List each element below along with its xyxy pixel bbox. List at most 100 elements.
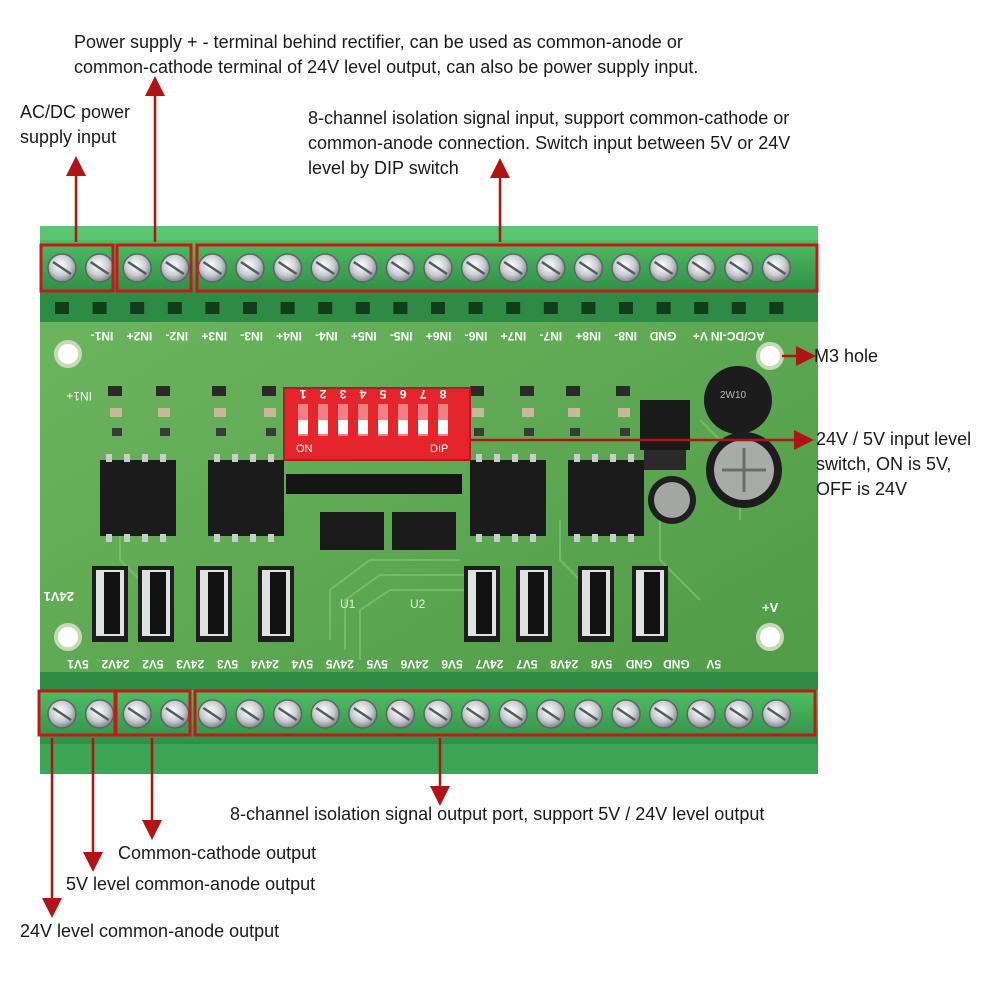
top-silkscreen-label: AC/DC-IN (711, 329, 765, 343)
terminal-screw (122, 253, 152, 283)
terminal-screw (197, 253, 228, 283)
box-ac-dc-input (39, 243, 115, 293)
dip-on-label: ON (296, 443, 313, 455)
mounting-hole-bottom-right (756, 623, 784, 651)
callout-signal-output: 8-channel isolation signal output port, … (230, 804, 765, 824)
bottom-silkscreen-label: 24V4 (251, 657, 279, 671)
top-silkscreen-label: IN4+ (276, 329, 302, 343)
top-silkscreen-label: IN2- (165, 329, 188, 343)
dip-slider-knob (358, 420, 368, 434)
bottom-silkscreen-label: 24V6 (400, 657, 428, 671)
bottom-silkscreen-label: 5V1 (67, 657, 89, 671)
side-label-vplus: +V (762, 600, 779, 615)
terminal-screw (84, 699, 115, 729)
dip-slider-knob (338, 420, 348, 434)
wire-slot (694, 302, 709, 314)
bottom-silkscreen-label: 5V7 (516, 657, 538, 671)
output-transistor (196, 566, 232, 642)
bottom-silkscreen-label: 24V2 (101, 657, 129, 671)
dip-slider-knob (298, 420, 308, 434)
smd-capacitor (158, 408, 170, 417)
soic-chip-u1: U1 (320, 512, 384, 611)
output-transistor (632, 566, 668, 642)
dip-number: 1 (299, 387, 306, 401)
box-power-terminal (115, 243, 193, 293)
output-transistor (138, 566, 174, 642)
wire-slot (92, 302, 107, 314)
dip-slider-knob (378, 420, 388, 434)
wire-slot (280, 302, 295, 314)
terminal-screw (460, 253, 491, 283)
terminal-screw (648, 699, 679, 729)
mounting-hole-top-right (756, 342, 784, 370)
smd-diode (112, 428, 122, 436)
optocoupler (208, 454, 284, 542)
terminal-screw (385, 699, 416, 729)
wire-slot (619, 302, 633, 314)
bottom-silkscreen-label: 24V3 (176, 657, 204, 671)
wire-slot (581, 302, 596, 314)
side-label-in1plus: IN1+ (66, 389, 92, 403)
callout-24v-common-anode-output: 24V level common-anode output (20, 921, 280, 941)
svg-text:U1: U1 (340, 597, 356, 611)
smd-capacitor (472, 408, 484, 417)
smd-resistor (156, 386, 170, 396)
terminal-screw (498, 699, 528, 729)
smd-diode (474, 428, 484, 436)
terminal-screw (611, 253, 641, 283)
terminal-screw (47, 699, 77, 729)
annotation-arrows (42, 76, 816, 918)
smd-diode (216, 428, 226, 436)
terminal-screw (498, 253, 528, 283)
wire-slot (243, 302, 257, 314)
top-wire-slots (55, 302, 784, 314)
bottom-silkscreen-label: 5V5 (366, 657, 388, 671)
electrolytic-capacitor-small (648, 476, 696, 524)
top-silkscreen-label: GND (649, 329, 676, 343)
terminal-screw (724, 699, 754, 729)
terminal-screw (573, 253, 604, 283)
smd-diode (620, 428, 630, 436)
smd-resistor (262, 386, 276, 396)
terminal-screw (573, 699, 604, 729)
mounting-hole-bottom-left (54, 623, 82, 651)
dip-switch: ON DIP (283, 387, 471, 461)
mounting-hole-top-left (54, 340, 82, 368)
wire-slot (55, 302, 69, 314)
top-silkscreen-label: IN3+ (201, 329, 227, 343)
svg-text:2W10: 2W10 (720, 390, 747, 401)
bottom-silkscreen-label: GND (663, 657, 690, 671)
output-transistor (464, 566, 500, 642)
box-signal-output (193, 689, 817, 737)
smd-capacitor (264, 408, 276, 417)
callout-signal-input: 8-channel isolation signal input, suppor… (308, 108, 791, 178)
terminal-screw (686, 699, 716, 729)
top-silkscreen-label: IN4- (315, 329, 338, 343)
top-silkscreen-label: IN7+ (501, 329, 527, 343)
output-transistor (92, 566, 128, 642)
smd-capacitor (618, 408, 630, 417)
terminal-screw (47, 253, 77, 283)
wire-slot (656, 302, 671, 314)
bottom-silkscreen-label: 5V2 (142, 657, 164, 671)
wire-slot (468, 302, 483, 314)
bottom-silkscreen-label: 5V6 (441, 657, 463, 671)
dip-slider-knob (398, 420, 408, 434)
smd-capacitor (568, 408, 580, 417)
wire-slot (130, 302, 145, 314)
callout-5v-common-anode-output: 5V level common-anode output (66, 874, 316, 894)
terminal-screw (84, 253, 115, 283)
smd-resistor (470, 386, 484, 396)
terminal-screw (423, 699, 453, 729)
bottom-silkscreen-label: 5V4 (291, 657, 313, 671)
dip-number: 8 (439, 387, 446, 401)
terminal-screw (423, 253, 453, 283)
bottom-silkscreen-label: 24V5 (325, 657, 353, 671)
bottom-silkscreen-label: GND (625, 657, 652, 671)
terminal-screw (385, 253, 416, 283)
terminal-screw (348, 699, 378, 729)
smd-diode (160, 428, 170, 436)
optocoupler (100, 454, 176, 542)
